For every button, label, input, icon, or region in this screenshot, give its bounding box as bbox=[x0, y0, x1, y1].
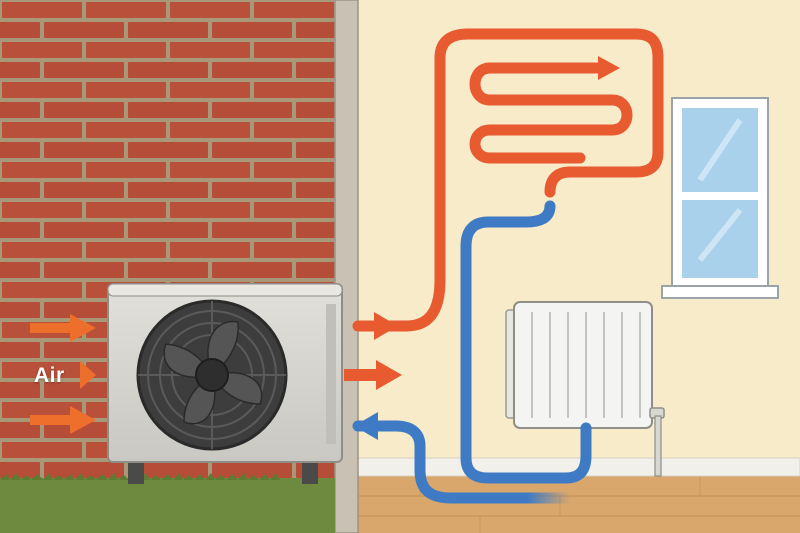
air-intake-arrows bbox=[30, 314, 96, 434]
hot-pipe-supply bbox=[352, 28, 664, 332]
unit-outlet-arrow bbox=[344, 360, 402, 390]
arrow-right-icon bbox=[80, 361, 96, 389]
radiator bbox=[505, 301, 665, 477]
hot-pipe-arrow bbox=[374, 312, 398, 340]
fan-icon bbox=[136, 299, 288, 451]
air-label: Air bbox=[34, 364, 65, 387]
floor bbox=[358, 476, 800, 533]
grass bbox=[0, 473, 335, 533]
arrow-right-icon bbox=[376, 360, 402, 390]
window bbox=[661, 97, 779, 299]
arrow-right-icon bbox=[374, 312, 398, 340]
coil-arrow-icon bbox=[598, 56, 620, 80]
underfloor-coil bbox=[469, 62, 633, 164]
return-arrow-icon bbox=[354, 412, 378, 440]
cold-pipe-return bbox=[352, 420, 576, 504]
arrow-right-icon bbox=[30, 314, 96, 342]
return-pipe-radiator bbox=[460, 200, 592, 484]
arrow-right-icon bbox=[30, 406, 96, 434]
